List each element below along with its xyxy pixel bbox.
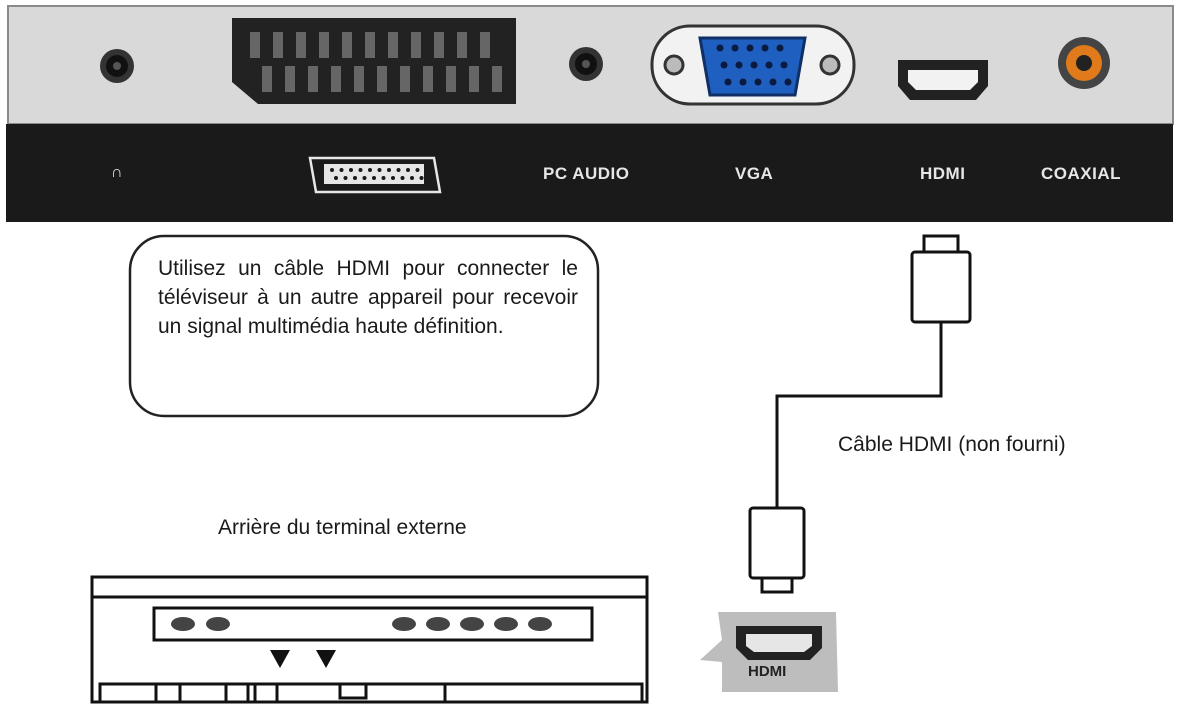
scart-port <box>232 18 516 104</box>
headphone-jack <box>100 49 134 83</box>
coaxial-port <box>1058 37 1110 89</box>
external-device <box>90 575 649 704</box>
hdmi-cable <box>748 234 972 594</box>
callout-text: Utilisez un câble HDMI pour connecter le… <box>158 257 578 338</box>
hdmi-label: HDMI <box>920 164 966 183</box>
callout-box <box>128 234 600 418</box>
tv-hdmi-port <box>898 60 988 100</box>
device-jacks <box>171 617 552 631</box>
device-hdmi-label: HDMI <box>748 663 787 680</box>
scart-icon <box>308 156 442 194</box>
pc-audio-label: PC AUDIO <box>543 164 630 183</box>
vga-port <box>650 24 856 106</box>
headphone-label-icon: ∩ <box>111 164 124 181</box>
external-device-label: Arrière du terminal externe <box>218 516 467 539</box>
cable-label: Câble HDMI (non fourni) <box>838 433 1066 456</box>
vga-label: VGA <box>735 164 774 183</box>
device-arrows <box>270 650 336 668</box>
tv-back-panel <box>6 5 1174 222</box>
coaxial-label: COAXIAL <box>1041 164 1121 183</box>
device-hdmi-port <box>700 612 838 692</box>
pc-audio-jack <box>569 47 603 81</box>
